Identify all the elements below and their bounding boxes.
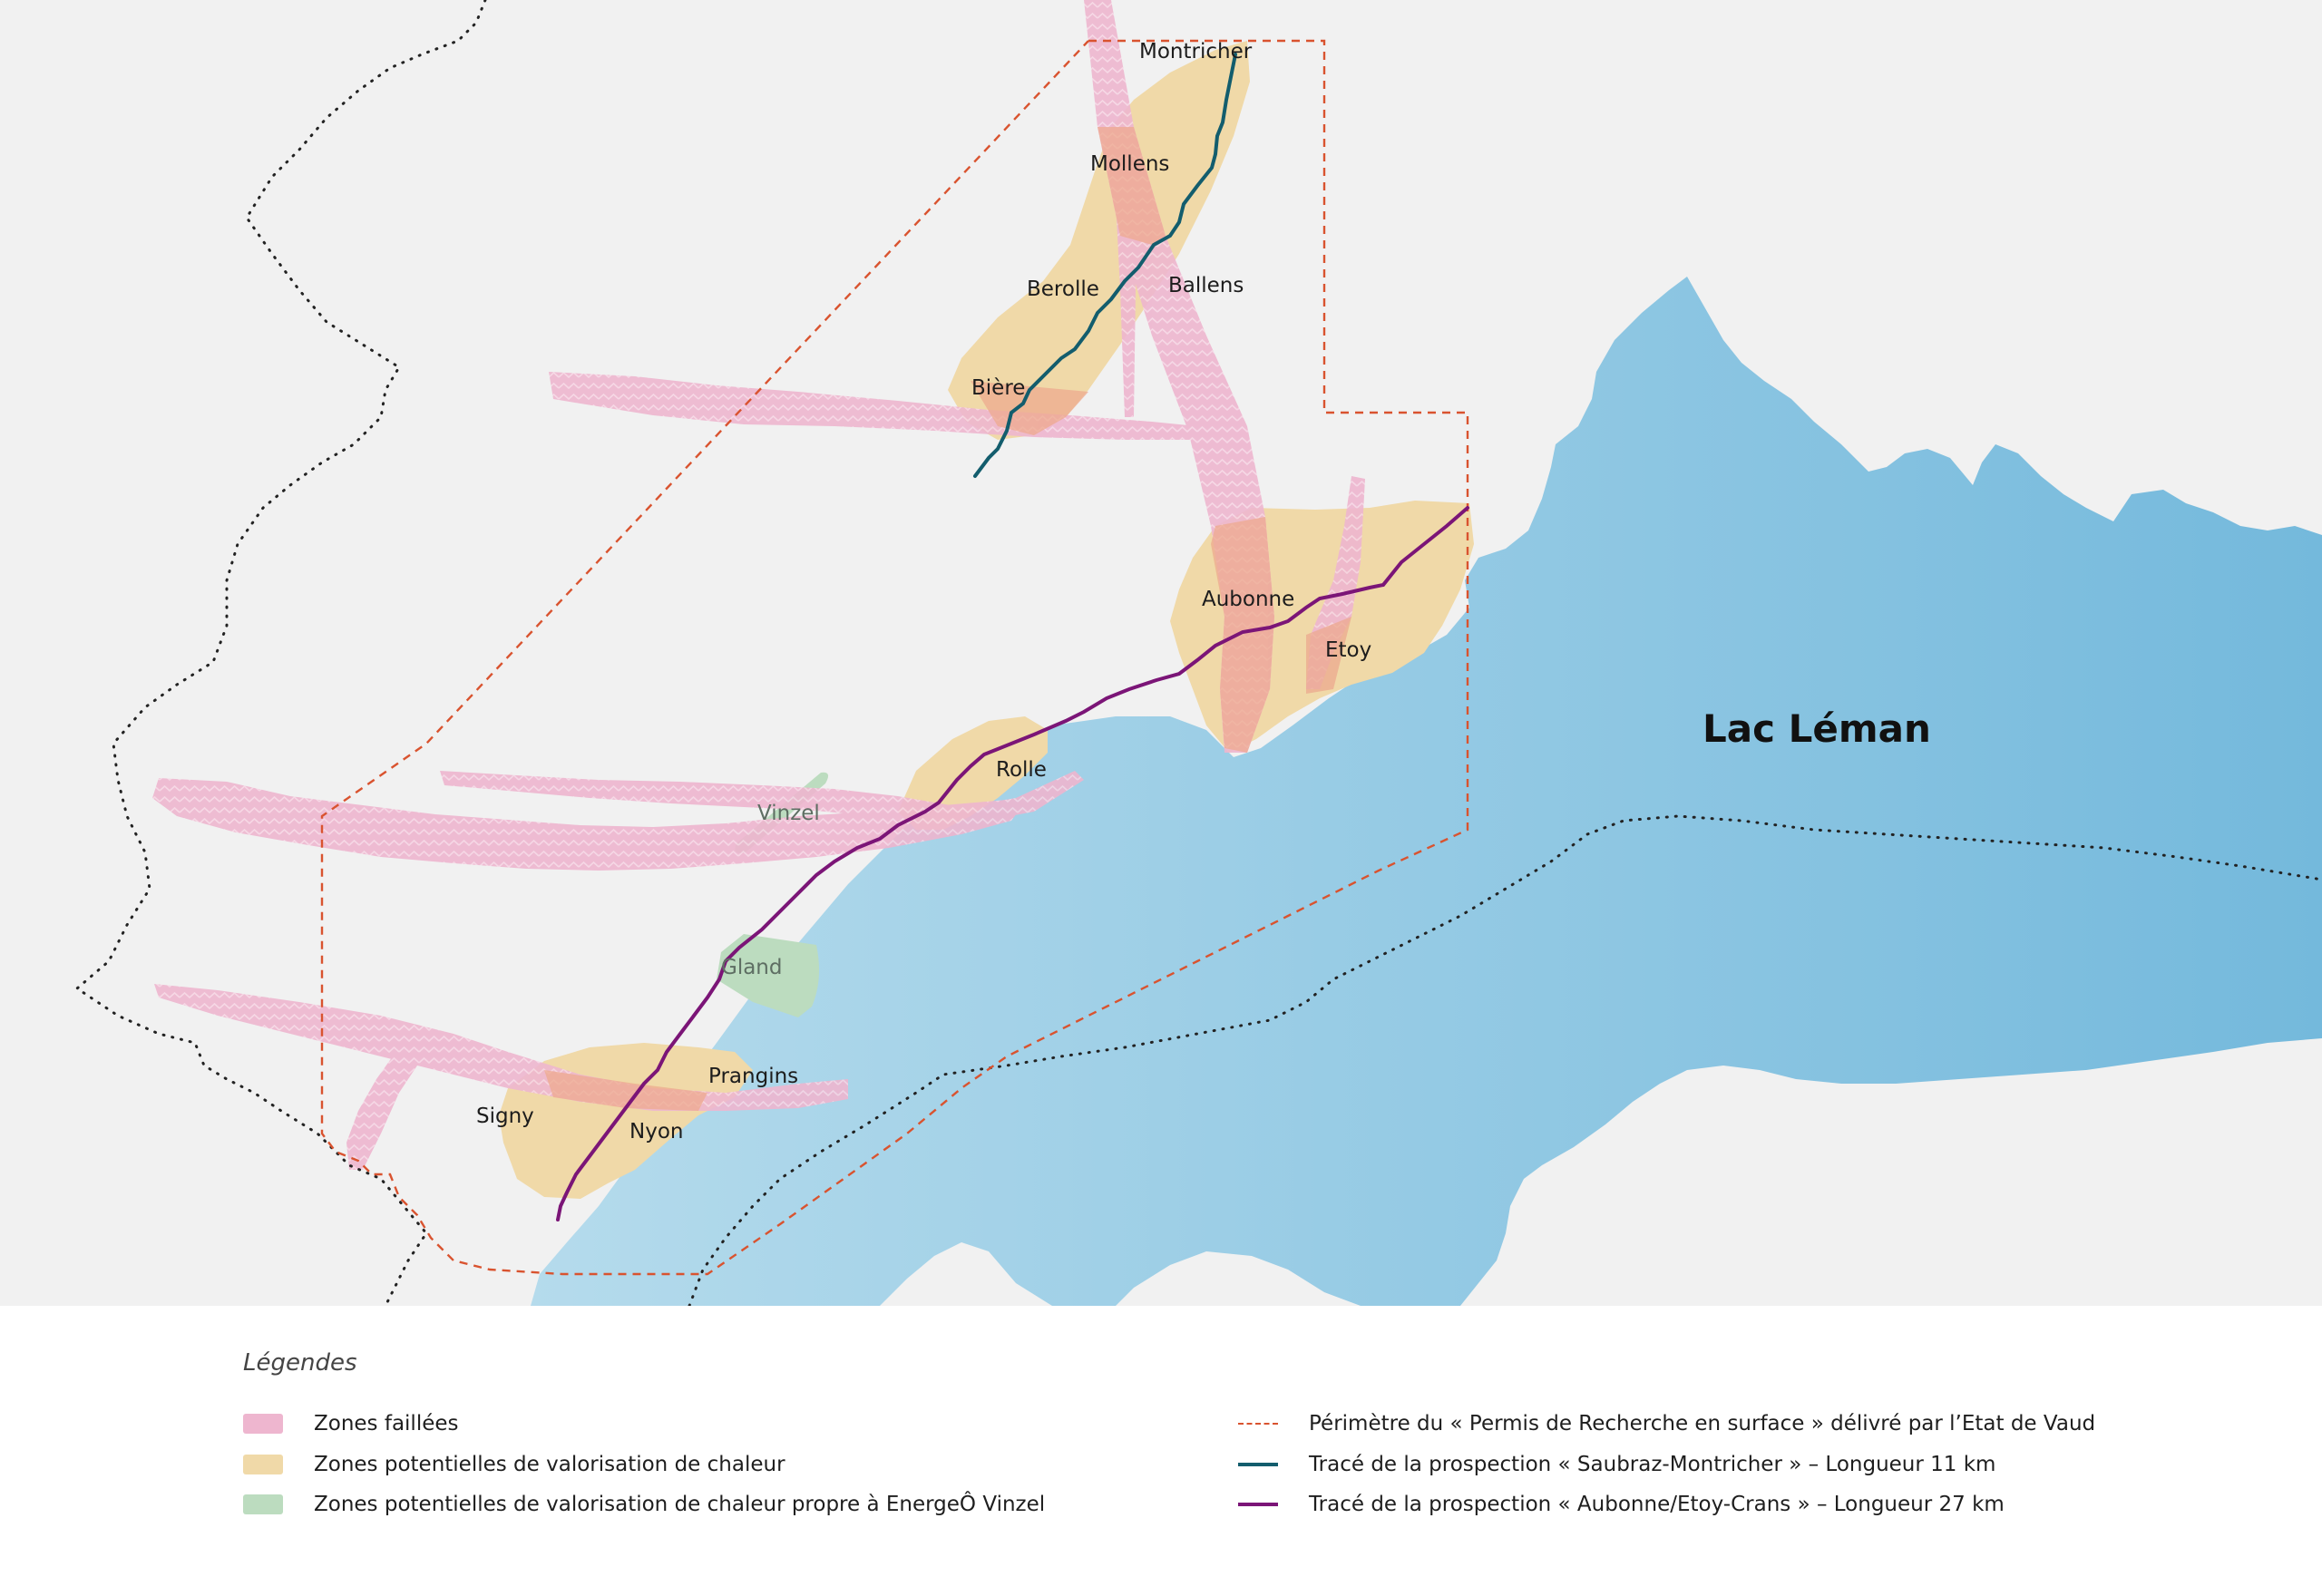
label-aubonne: Aubonne [1202,588,1294,611]
label-etoy: Etoy [1325,638,1371,662]
label-rolle: Rolle [996,758,1047,782]
legend-item-fault-zones: Zones faillées [243,1407,459,1440]
legend-item-heat-zones: Zones potentielles de valorisation de ch… [243,1448,785,1481]
fault-zone-signy [154,984,848,1111]
label-nyon: Nyon [629,1120,683,1143]
national-border-lake [688,814,2322,1306]
overlap-aubonne [1211,517,1274,753]
fault-zone-vinzel-south [152,778,1025,871]
label-gland: Gland [721,956,782,979]
green-fill-swatch [243,1494,283,1514]
legend-title: Légendes [243,1349,357,1377]
label-lac-leman: Lac Léman [1702,706,1931,751]
legend-label: Tracé de la prospection « Aubonne/Etoy-C… [1309,1493,2005,1516]
legend-item-vinzel-zones: Zones potentielles de valorisation de ch… [243,1488,1045,1521]
permit-perimeter [320,39,1469,1276]
lake-leman [531,277,2322,1306]
route-aubonne-etoy-crans [556,506,1469,1221]
yellow-fill-swatch [243,1455,283,1474]
label-vinzel: Vinzel [757,802,820,825]
legend-label: Zones potentielles de valorisation de ch… [314,1493,1046,1516]
overlap-montricher [1098,127,1166,245]
label-ballens: Ballens [1168,274,1244,297]
purple-line [1238,1503,1278,1506]
label-biere: Bière [971,376,1025,400]
heat-zone-montricher [948,41,1250,440]
overlap-nyon [544,1070,707,1111]
legend: Légendes Zones faillées Zones potentiell… [0,1306,2322,1596]
legend-item-route-saubraz: Tracé de la prospection « Saubraz-Montri… [1238,1448,1995,1481]
place-labels: Montricher Mollens Berolle Ballens Bière… [476,40,1931,1143]
dashed-red-line [1238,1423,1278,1425]
legend-label: Périmètre du « Permis de Recherche en su… [1309,1412,2096,1435]
label-signy: Signy [476,1105,534,1128]
fault-zone-north-2 [1116,200,1136,417]
national-border-west [74,0,487,1306]
pink-fill-swatch [243,1414,283,1434]
legend-item-permit-perimeter: Périmètre du « Permis de Recherche en su… [1238,1407,2095,1440]
green-zone-gland [717,934,820,1017]
route-saubraz-montricher [973,53,1237,478]
map-canvas: Montricher Mollens Berolle Ballens Bière… [0,0,2322,1306]
legend-label: Tracé de la prospection « Saubraz-Montri… [1309,1453,1996,1476]
label-montricher: Montricher [1139,40,1253,63]
legend-item-route-aubonne: Tracé de la prospection « Aubonne/Etoy-C… [1238,1488,2005,1521]
label-mollens: Mollens [1090,152,1169,176]
overlap-zones [544,127,1351,1111]
fault-zone-signy-branch [346,1047,426,1170]
legend-label: Zones potentielles de valorisation de ch… [314,1453,785,1476]
legend-label: Zones faillées [314,1412,459,1435]
overlap-etoy [1306,617,1351,694]
teal-line [1238,1463,1278,1466]
overlap-biere [971,381,1088,435]
label-prangins: Prangins [708,1065,798,1088]
label-berolle: Berolle [1027,277,1099,301]
